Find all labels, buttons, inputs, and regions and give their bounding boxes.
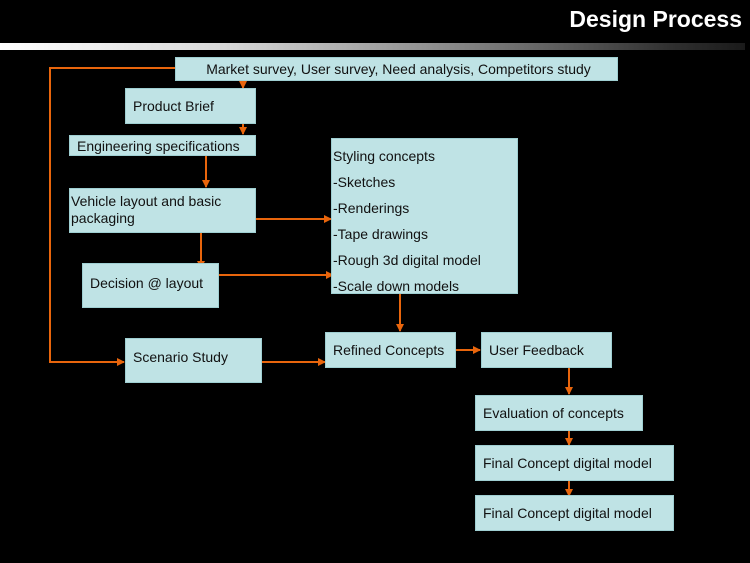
- node-product-brief: Product Brief: [125, 88, 256, 124]
- node-label: Market survey, User survey, Need analysi…: [206, 61, 591, 77]
- node-label: Final Concept digital model: [483, 455, 652, 471]
- styling-heading: Styling concepts: [333, 148, 435, 164]
- node-label: Refined Concepts: [333, 342, 445, 358]
- node-scenario-study: Scenario Study: [125, 338, 262, 383]
- node-decision-layout: Decision @ layout: [82, 263, 219, 308]
- node-label: Engineering specifications: [77, 137, 240, 154]
- node-user-feedback: User Feedback: [481, 332, 612, 368]
- styling-item: -Tape drawings: [333, 226, 428, 242]
- styling-item: -Rough 3d digital model: [333, 252, 481, 268]
- node-final-model-2: Final Concept digital model: [475, 495, 674, 531]
- node-engineering-specifications: Engineering specifications: [69, 135, 256, 156]
- node-label: Final Concept digital model: [483, 505, 652, 521]
- node-label: User Feedback: [489, 342, 584, 358]
- node-market-survey: Market survey, User survey, Need analysi…: [175, 57, 618, 81]
- styling-item: -Sketches: [333, 174, 396, 190]
- node-label: Evaluation of concepts: [483, 405, 624, 421]
- node-label: Vehicle layout and basic packaging: [71, 193, 222, 226]
- node-label: Product Brief: [133, 98, 214, 114]
- node-label: Scenario Study: [133, 349, 228, 365]
- node-refined-concepts: Refined Concepts: [325, 332, 456, 368]
- node-evaluation: Evaluation of concepts: [475, 395, 643, 431]
- page-title: Design Process: [569, 6, 742, 32]
- node-final-model-1: Final Concept digital model: [475, 445, 674, 481]
- node-vehicle-layout: Vehicle layout and basic packaging: [69, 188, 256, 233]
- node-styling-concepts: Styling concepts -Sketches -Renderings -…: [331, 138, 518, 294]
- styling-item: -Renderings: [333, 200, 410, 216]
- title-divider: [0, 43, 745, 50]
- styling-item: -Scale down models: [333, 278, 460, 294]
- edge-market-to-scenario: [49, 67, 175, 366]
- node-label: Decision @ layout: [90, 275, 204, 291]
